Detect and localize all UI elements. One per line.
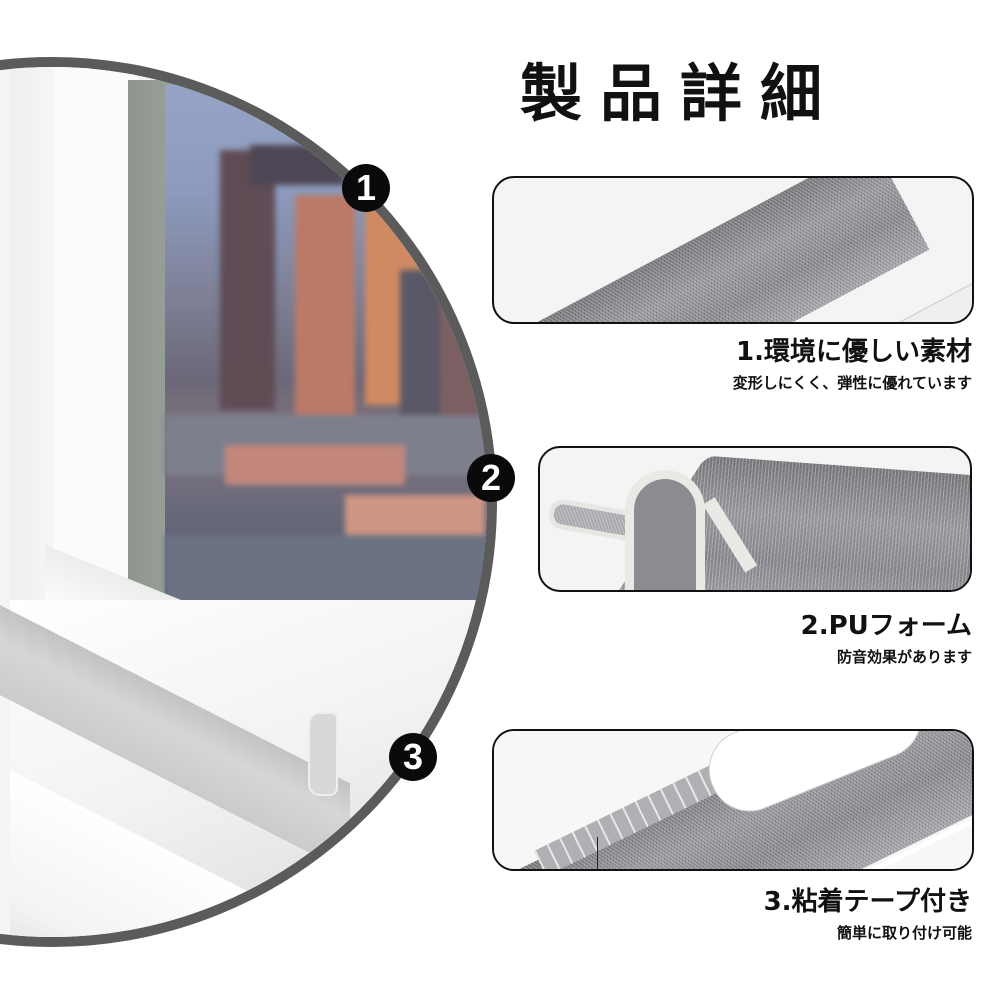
feature-1-image (492, 176, 974, 324)
feature-2-subtitle: 防音効果があります (836, 648, 972, 666)
page-title: 製品詳細 (520, 57, 841, 130)
feature-1-caption: 1.環境に優しい素材 変形しにくく、弾性に優れています (733, 336, 972, 394)
feature-3-title: 3.粘着テープ付き (763, 887, 972, 917)
badge-2: 2 (467, 454, 515, 502)
window-city-view (165, 85, 487, 625)
badge-3: 3 (389, 733, 437, 781)
feature-1-subtitle: 変形しにくく、弾性に優れています (732, 374, 972, 392)
feature-2-image (538, 446, 972, 592)
cut-mark (597, 837, 598, 869)
weatherstrip-profile-end (308, 712, 338, 796)
feature-2-title: 2.PUフォーム (800, 611, 972, 641)
feature-2-caption: 2.PUフォーム 防音効果があります (801, 610, 972, 668)
feature-3-caption: 3.粘着テープ付き 簡単に取り付け可能 (764, 886, 972, 944)
badge-1: 1 (342, 164, 390, 212)
feature-3-subtitle: 簡単に取り付け可能 (836, 924, 972, 942)
feature-1-title: 1.環境に優しい素材 (736, 337, 972, 367)
feature-3-image (492, 729, 974, 871)
fabric-strip (494, 178, 930, 322)
window-scene-image (0, 57, 497, 947)
foam-strip-profile (625, 470, 705, 590)
